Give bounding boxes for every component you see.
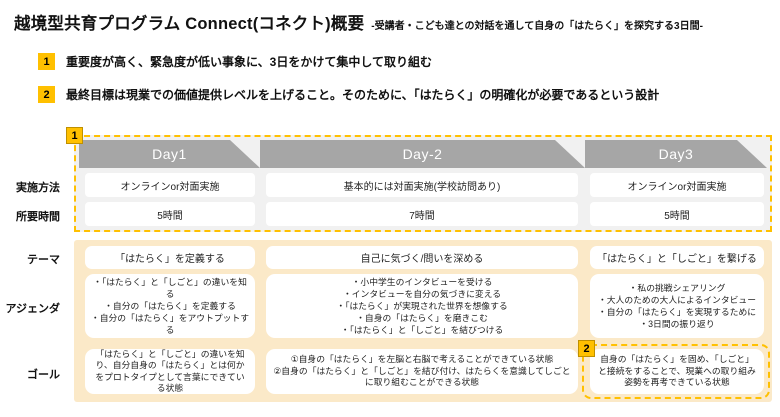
day1-header-banner: Day1 [79, 140, 260, 168]
row-label-theme: テーマ [27, 254, 60, 266]
page-subtitle: -受講者・こども達との対話を通して自身の「はたらく」を探究する3日間- [371, 21, 703, 32]
method-cell-day2: 基本的には対面実施(学校訪問あり) [266, 173, 578, 197]
method-cell-day3: オンラインor対面実施 [590, 173, 764, 197]
agenda-cell-day1: ・「はたらく」と「しごと」の違いを知る ・自分の「はたらく」を定義する ・自分の… [85, 274, 255, 338]
goal-callout-2-badge: 2 [578, 340, 595, 357]
duration-cell-day2: 7時間 [266, 202, 578, 226]
theme-cell-day2: 自己に気づく/問いを深める [266, 246, 578, 269]
theme-cell-day3: 「はたらく」と「しごと」を繋げる [590, 246, 764, 269]
day3-header-banner: Day3 [585, 140, 767, 168]
day2-header-banner: Day-2 [260, 140, 585, 168]
duration-cell-day3: 5時間 [590, 202, 764, 226]
header: 越境型共育プログラム Connect(コネクト)概要 -受講者・こども達との対話… [14, 10, 703, 34]
goal-cell-day3: 自身の「はたらく」を固め、「しごと」と接続をすることで、現業への取り組み姿勢を再… [590, 349, 764, 394]
goal-cell-day2: ①自身の「はたらく」を左脳と右脳で考えることができている状態 ②自身の「はたらく… [266, 349, 578, 394]
row-label-duration: 所要時間 [16, 211, 60, 223]
point-1-number-badge: 1 [38, 53, 55, 70]
row-label-agenda: アジェンダ [5, 303, 60, 315]
page-title: 越境型共育プログラム Connect(コネクト)概要 [14, 15, 365, 33]
goal-cell-day1: 「はたらく」と「しごと」の違いを知り、自分自身の「はたらく」とは何かをプロトタイ… [85, 349, 255, 394]
method-cell-day1: オンラインor対面実施 [85, 173, 255, 197]
point-2-number-badge: 2 [38, 86, 55, 103]
row-label-method: 実施方法 [16, 182, 60, 194]
duration-cell-day1: 5時間 [85, 202, 255, 226]
point-1-text: 重要度が高く、緊急度が低い事象に、3日をかけて集中して取り組む [66, 55, 432, 69]
point-2: 2 最終目標は現業での価値提供レベルを上げること。そのために、「はたらく」の明確… [38, 86, 659, 103]
row-label-goal: ゴール [27, 369, 60, 381]
point-1: 1 重要度が高く、緊急度が低い事象に、3日をかけて集中して取り組む [38, 53, 432, 70]
goal-day3-dashed-highlight-box [582, 344, 770, 399]
agenda-cell-day3: ・私の挑戦シェアリング ・大人のための大人によるインタビュー ・自分の「はたらく… [590, 274, 764, 338]
agenda-cell-day2: ・小中学生のインタビューを受ける ・インタビューを自分の気づきに変える ・「はた… [266, 274, 578, 338]
point-2-text: 最終目標は現業での価値提供レベルを上げること。そのために、「はたらく」の明確化が… [66, 88, 660, 102]
table-callout-1-badge: 1 [66, 127, 83, 144]
theme-cell-day1: 「はたらく」を定義する [85, 246, 255, 269]
